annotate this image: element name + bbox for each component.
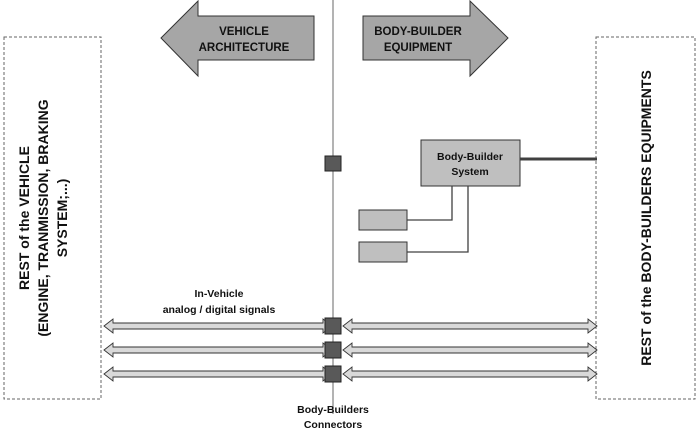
connectors-label-line1: Body-Builders bbox=[297, 404, 369, 416]
vehicle-arrow-line2-text: ARCHITECTURE bbox=[199, 42, 290, 54]
signal-arrow-right-2 bbox=[342, 342, 598, 358]
signal-arrow-left-3 bbox=[103, 366, 333, 382]
signal-arrow-right-3 bbox=[342, 366, 598, 382]
signal-arrow-left-2 bbox=[103, 342, 333, 358]
wire-upper bbox=[407, 186, 453, 221]
body-builders-panel-label: REST of the BODY-BUILDERS EQUIPMENTS bbox=[638, 70, 654, 366]
vehicle-arrow-line1: VEHICLE bbox=[219, 26, 269, 38]
body-builder-equipment-arrow bbox=[362, 0, 509, 78]
small-box-upper bbox=[358, 209, 408, 231]
body-builders-panel bbox=[595, 36, 696, 400]
equipment-arrow-line1: BODY-BUILDER bbox=[374, 26, 462, 38]
vehicle-architecture-arrow bbox=[160, 0, 315, 78]
body-builder-system-box bbox=[420, 139, 521, 187]
connector-1 bbox=[324, 317, 342, 335]
vehicle-label-line1: REST of the VEHICLE bbox=[16, 146, 32, 290]
vehicle-label-line3: SYSTEM;...) bbox=[54, 179, 70, 258]
small-box-lower bbox=[358, 241, 408, 263]
vehicle-panel bbox=[3, 36, 102, 400]
connectors-label-line2: Connectors bbox=[304, 419, 363, 431]
body-builders-label: REST of the BODY-BUILDERS EQUIPMENTS bbox=[638, 70, 654, 366]
connector-2 bbox=[324, 341, 342, 359]
signal-arrow-left-1 bbox=[103, 318, 333, 334]
wire-lower bbox=[407, 186, 469, 253]
vehicle-label-line2: (ENGINE, TRANMISSION, BRAKING bbox=[35, 99, 51, 336]
signal-arrow-right-1 bbox=[342, 318, 598, 334]
equipment-arrow-line2: EQUIPMENT bbox=[384, 42, 452, 54]
signals-label-line1: In-Vehicle bbox=[194, 288, 243, 300]
signals-label-line2: analog / digital signals bbox=[163, 304, 276, 316]
top-connector bbox=[324, 155, 342, 172]
system-box-line1: Body-Builder bbox=[437, 151, 503, 163]
connector-3 bbox=[324, 365, 342, 383]
system-box-line2: System bbox=[451, 166, 488, 178]
vehicle-panel-label: REST of the VEHICLE (ENGINE, TRANMISSION… bbox=[16, 99, 70, 336]
